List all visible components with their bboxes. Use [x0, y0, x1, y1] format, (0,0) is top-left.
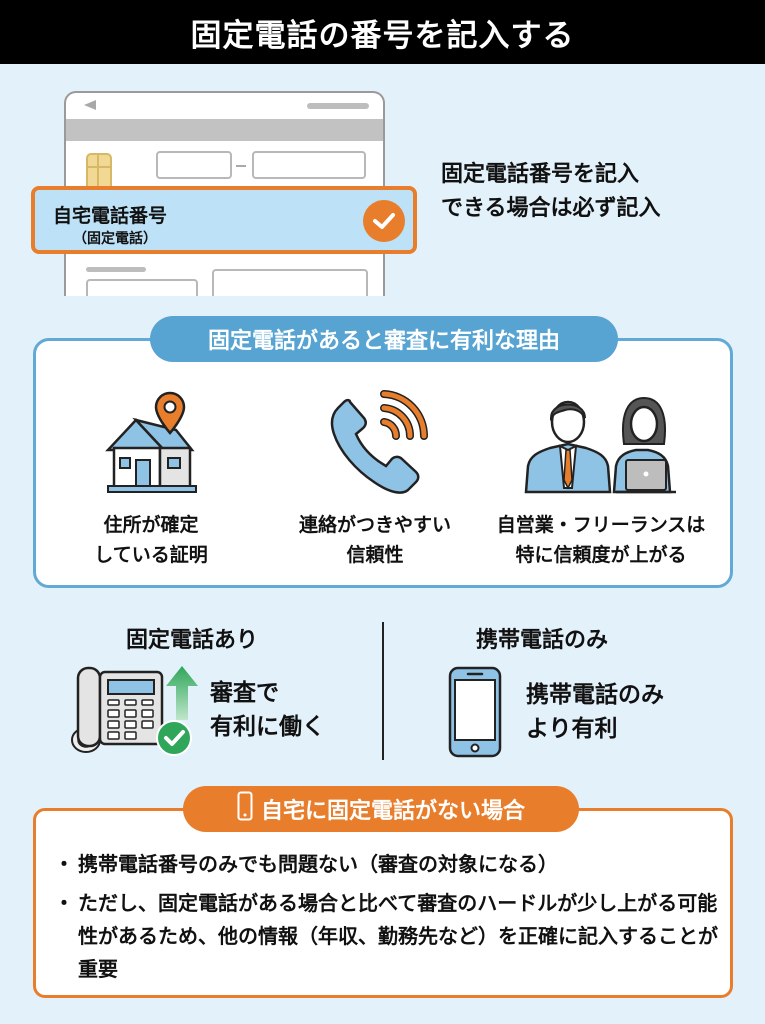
- reason-line2: している証明: [94, 544, 208, 566]
- mobile-line1: 携帯電話のみ: [526, 682, 664, 708]
- landline-line1: 審査で: [210, 680, 279, 706]
- home-phone-field-highlight: 自宅電話番号 （固定電話）: [31, 186, 417, 254]
- mobile-text: 携帯電話のみ より有利: [526, 678, 664, 746]
- home-phone-label: 自宅電話番号: [53, 205, 168, 227]
- no-landline-title: 自宅に固定電話がない場合: [183, 786, 579, 832]
- desk-phone-icon: [70, 660, 200, 760]
- reason-line1: 自営業・フリーランスは: [496, 514, 706, 536]
- reason-item-address: 住所が確定 している証明: [36, 385, 266, 570]
- reason-line2: 信頼性: [346, 544, 404, 566]
- comparison-divider: [382, 622, 384, 760]
- business-people-icon: [486, 385, 716, 500]
- mobile-line2: より有利: [526, 716, 618, 742]
- form-field: [252, 151, 366, 179]
- side-note-line2: できる場合は必ず記入: [441, 196, 661, 221]
- page-header: 固定電話の番号を記入する: [0, 0, 765, 64]
- form-field: [86, 279, 198, 296]
- landline-line2: 有利に働く: [210, 714, 325, 740]
- reason-line1: 住所が確定: [103, 514, 199, 536]
- phone-ringing-icon: [260, 385, 490, 500]
- smartphone-icon: [448, 666, 502, 758]
- back-arrow-icon: [84, 100, 96, 110]
- home-phone-sublabel: （固定電話）: [73, 231, 157, 247]
- check-circle-icon: [363, 200, 405, 242]
- side-note-line1: 固定電話番号を記入: [441, 162, 640, 187]
- reason-item-contact: 連絡がつきやすい 信頼性: [260, 385, 490, 570]
- form-field: [156, 151, 232, 179]
- house-location-icon: [36, 385, 266, 500]
- form-field: [212, 269, 368, 296]
- reasons-title: 固定電話があると審査に有利な理由: [150, 316, 618, 362]
- bullet-item: ただし、固定電話がある場合と比べて審査のハードルが少し上がる可能性があるため、他…: [54, 887, 723, 986]
- no-landline-bullets: 携帯電話番号のみでも問題ない（審査の対象になる） ただし、固定電話がある場合と比…: [54, 848, 723, 992]
- mobile-title: 携帯電話のみ: [476, 628, 609, 653]
- bullet-item: 携帯電話番号のみでも問題ない（審査の対象になる）: [54, 848, 723, 881]
- landline-title: 固定電話あり: [126, 628, 259, 653]
- no-landline-title-text: 自宅に固定電話がない場合: [260, 799, 525, 824]
- page-title: 固定電話の番号を記入する: [190, 17, 575, 54]
- reason-item-freelance: 自営業・フリーランスは 特に信頼度が上がる: [486, 385, 716, 570]
- reason-line2: 特に信頼度が上がる: [515, 544, 687, 566]
- landline-text: 審査で 有利に働く: [210, 676, 325, 744]
- smartphone-icon: [237, 791, 253, 827]
- reason-line1: 連絡がつきやすい: [298, 514, 451, 536]
- side-note: 固定電話番号を記入 できる場合は必ず記入: [441, 158, 661, 226]
